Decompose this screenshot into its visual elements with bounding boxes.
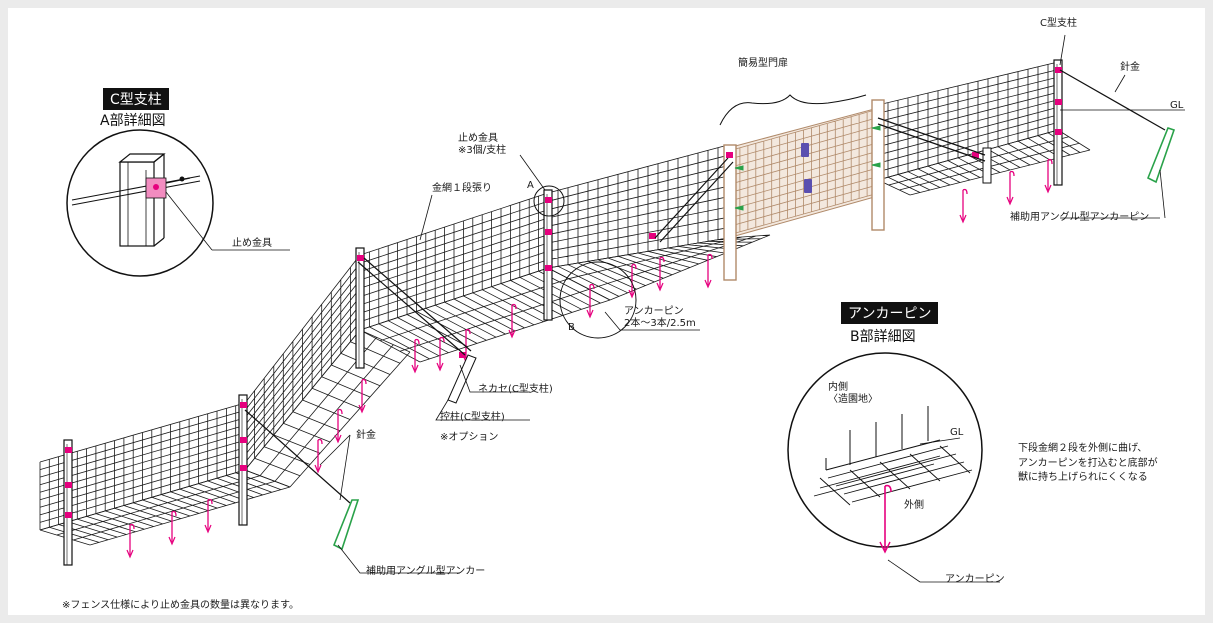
- anchor-pin-17: [1044, 158, 1053, 194]
- gate-clip-3: [871, 125, 881, 131]
- gate-post-left: [723, 144, 737, 281]
- fixtures-group: [65, 67, 1062, 518]
- anchor-pin-12: [628, 263, 637, 299]
- detail-b-gl-label: GL: [950, 427, 964, 438]
- label-wire-right: 針金: [1120, 62, 1140, 73]
- anchor-pin-15: [959, 188, 968, 224]
- marker-b-circle: [559, 261, 637, 339]
- label-anchor-pin-spec: アンカーピン 2本〜3本/2.5m: [624, 306, 696, 329]
- detail-b-inside-label: 内側 〈造園地〉: [828, 382, 878, 405]
- angle-anchor-right: [1059, 69, 1176, 184]
- stop-fitting-8: [545, 197, 552, 203]
- angle-anchor-left: [244, 409, 360, 551]
- stop-fitting-6: [240, 465, 247, 471]
- label-brace: 控柱(C型支柱): [440, 412, 505, 423]
- anchor-pin-13: [656, 256, 665, 292]
- stop-fitting-13: [1055, 129, 1062, 135]
- stop-fitting-14: [726, 152, 733, 158]
- anchor-pin-5: [334, 408, 343, 444]
- c-post-3: [355, 247, 365, 369]
- detail-a-leader: [165, 191, 213, 251]
- mesh-segment-5-ground: [877, 129, 1091, 196]
- c-post-brace-right: [982, 147, 992, 184]
- marker-a-circle: [533, 185, 565, 217]
- label-nekase: ネカセ(C型支柱): [478, 384, 553, 395]
- anchor-pin-1: [126, 523, 135, 559]
- stop-fitting-16: [459, 352, 466, 358]
- gate-hinge-2: [804, 179, 812, 193]
- c-post-4: [543, 189, 553, 321]
- label-marker-b: B: [568, 322, 575, 333]
- label-stop-fitting: 止め金具 ※3個/支柱: [458, 133, 507, 156]
- mesh-segment-2-ground: [244, 329, 411, 488]
- stop-fitting-4: [240, 402, 247, 408]
- detail-a-post: [119, 161, 155, 247]
- detail-b-title: B部詳細図: [850, 329, 916, 345]
- label-angle-anchor-left: 補助用アングル型アンカー: [366, 566, 486, 577]
- anchor-pin-14: [704, 253, 713, 289]
- gate-brace: [654, 157, 734, 243]
- stop-fitting-15: [649, 233, 656, 239]
- stop-fitting-7: [357, 255, 364, 261]
- stop-fitting-3: [65, 512, 72, 518]
- stop-fitting-2: [65, 482, 72, 488]
- c-post-5: [1053, 59, 1063, 186]
- c-post-2: [238, 394, 248, 526]
- leader-lines: [319, 34, 1166, 574]
- anchor-pin-3: [204, 498, 213, 534]
- mesh-segment-4-ground: [547, 234, 771, 301]
- gate-clip-1: [734, 165, 744, 171]
- stop-fitting-11: [1055, 67, 1062, 73]
- anchor-pin-4: [314, 438, 323, 474]
- detail-b-header: アンカーピン: [841, 302, 939, 324]
- right-brace: [877, 117, 986, 162]
- stop-fitting-1: [65, 447, 72, 453]
- detail-b-leader: [887, 559, 921, 583]
- c-post-1: [63, 439, 73, 566]
- anchor-pin-16: [1006, 170, 1015, 206]
- detail-b-outside-label: 外側: [904, 500, 924, 511]
- detail-b-ground-illustration: [813, 406, 973, 554]
- anchor-pin-8: [436, 336, 445, 372]
- stop-fitting-12: [1055, 99, 1062, 105]
- panel: [8, 8, 1205, 615]
- detail-a-header: C型支柱: [103, 88, 169, 110]
- label-gl-right: GL: [1170, 100, 1184, 111]
- footnote: ※フェンス仕様により止め金具の数量は異なります。: [62, 600, 299, 611]
- anchor-pin-10: [508, 303, 517, 339]
- label-c-post-top: C型支柱: [1040, 18, 1077, 29]
- gate-clip-4: [871, 162, 881, 168]
- detail-b-note: 下段金網２段を外側に曲げ、 アンカーピンを打込むと底部が 獣に持ち上げられにくく…: [1018, 443, 1158, 483]
- posts-group: [63, 59, 1063, 566]
- stop-fitting-17: [972, 152, 979, 158]
- detail-b-pin-label: アンカーピン: [945, 574, 1005, 585]
- left-brace-post: [357, 257, 477, 404]
- stop-fitting-9: [545, 229, 552, 235]
- label-option: ※オプション: [440, 432, 499, 443]
- gate-clip-2: [734, 205, 744, 211]
- label-marker-a: A: [527, 180, 534, 191]
- label-gate: 簡易型門扉: [738, 58, 788, 69]
- label-wire-left: 針金: [356, 430, 376, 441]
- anchor-pin-11: [586, 283, 595, 319]
- label-angle-anchor-pin-right: 補助用アングル型アンカーピン: [1010, 212, 1150, 223]
- anchor-pin-6: [358, 378, 367, 414]
- label-mesh-single: 金網１段張り: [432, 183, 492, 194]
- stop-fitting-5: [240, 437, 247, 443]
- detail-a-title: A部詳細図: [100, 113, 166, 129]
- anchor-pin-7: [411, 338, 420, 374]
- detail-a-fitting-label: 止め金具: [232, 238, 272, 249]
- gate-hinge-1: [801, 143, 809, 157]
- stop-fitting-10: [545, 265, 552, 271]
- detail-a-post-illustration: [71, 153, 201, 247]
- anchor-pin-2: [168, 510, 177, 546]
- gate-group: [723, 99, 885, 281]
- gate-bracket: [719, 94, 867, 126]
